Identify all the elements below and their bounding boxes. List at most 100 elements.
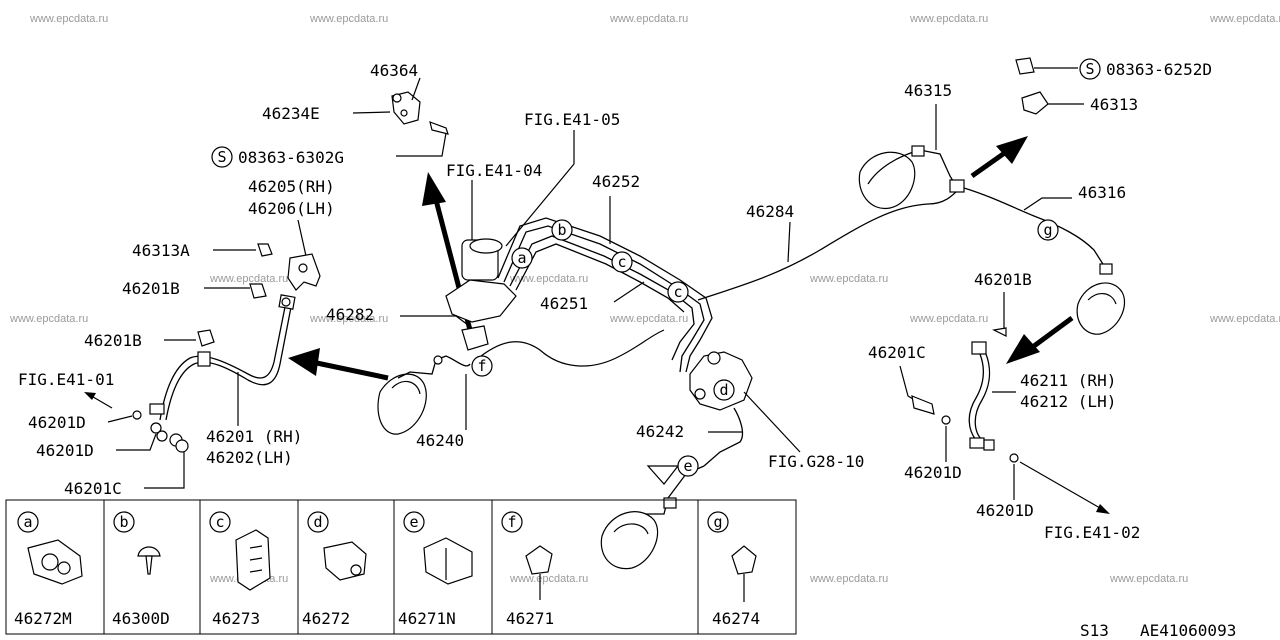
bolt-08363-6302g[interactable] [429,121,449,135]
body-outline [475,329,665,367]
part-label-46252: 46252 [592,172,640,191]
bracket-46313[interactable] [1021,91,1049,115]
part-label-46282: 46282 [326,305,374,324]
callout-f[interactable]: f [471,355,493,377]
legend-item-f[interactable]: f 46271 [501,511,554,628]
svg-text:c: c [673,283,682,301]
rear-caliper-upper[interactable] [858,151,916,210]
legend-item-b[interactable]: b 46300D [112,511,170,628]
watermark: www.epcdata.ru [1209,313,1280,325]
part-label-46242: 46242 [636,422,684,441]
brake-tube-46242[interactable] [703,407,744,467]
part-label-46284: 46284 [746,202,794,221]
brake-hose-46201[interactable] [159,301,287,421]
rear-hose-group: 46201B 46201C 46211 (RH) 46212 (LH) 4620… [868,270,1140,542]
brake-tube-46284[interactable] [697,185,963,301]
standard-part-mark-icon [1079,58,1101,80]
svg-text:b: b [557,221,566,239]
legend-part-46274: 46274 [712,609,760,628]
fig-ref-e41-01[interactable]: FIG.E41-01 [18,370,114,389]
pointer-triangle-icon [646,465,680,485]
svg-text:e: e [409,513,418,531]
svg-text:g: g [713,513,722,531]
svg-text:c: c [617,253,626,271]
bracket-46364-group: 46364 46234E S 08363-6302G [211,61,449,168]
watermark: www.epcdata.ru [509,573,588,585]
rear-lower-group [1006,263,1126,364]
clip-46271n-icon [423,537,473,585]
part-label-46316: 46316 [1078,183,1126,202]
part-label-46364: 46364 [370,61,418,80]
legend-item-e[interactable]: e 46271N [398,511,473,628]
watermark: www.epcdata.ru [609,13,688,25]
brake-tube-46252[interactable] [497,217,713,373]
rear-caliper-lower[interactable] [1076,282,1126,335]
watermark: www.epcdata.ru [29,13,108,25]
callout-a[interactable]: a [511,247,533,269]
part-label-46251: 46251 [540,294,588,313]
part-label-46201d: 46201D [28,413,86,432]
part-label-46201c-right: 46201C [868,343,926,362]
left-bracket-group: 46205(RH) 46206(LH) 46313A 46201B 46282 … [84,177,473,350]
svg-text:f: f [507,513,516,531]
brake-booster-bracket[interactable] [445,279,517,323]
legend-part-46271n: 46271N [398,609,456,628]
grommet-46234e[interactable] [392,93,402,103]
svg-text:b: b [119,513,128,531]
part-label-46201b-2: 46201B [84,331,142,350]
clip-46201b-right[interactable] [992,327,1007,337]
bolt-46313a[interactable] [257,243,273,257]
fig-ref-g28-10[interactable]: FIG.G28-10 [768,452,864,471]
part-label-46211-rh: 46211 (RH) [1020,371,1116,390]
legend-table: a 46272M b 46300D c 46273 d 46272 [5,499,797,635]
brake-caliper-front-right[interactable] [600,511,659,570]
master-cylinder-group: FIG.E41-04 FIG.E41-05 [445,110,665,367]
svg-text:a: a [23,513,32,531]
watermark: www.epcdata.ru [9,313,88,325]
fig-ref-e41-04[interactable]: FIG.E41-04 [446,161,542,180]
brake-caliper-front-left[interactable] [377,373,427,435]
bolt-46201c-right[interactable] [911,395,935,415]
part-label-46201b-right: 46201B [974,270,1032,289]
svg-text:g: g [1043,221,1052,239]
bolt-08363-6252d[interactable] [1015,57,1035,75]
part-label-46234e: 46234E [262,104,320,123]
watermark: www.epcdata.ru [209,273,288,285]
clip-46201b[interactable] [249,283,267,299]
part-label-46202-lh: 46202(LH) [206,448,293,467]
diagram-code: AE41060093 [1140,621,1236,640]
svg-text:e: e [683,457,692,475]
brake-tube-46316[interactable] [963,187,1109,273]
legend-item-d[interactable]: d 46272 [302,511,367,628]
callout-d[interactable]: d [713,379,735,401]
callout-e[interactable]: e [677,455,699,477]
callout-b[interactable]: b [551,219,573,241]
fig-ref-e41-05[interactable]: FIG.E41-05 [524,110,620,129]
watermark: www.epcdata.ru [909,13,988,25]
watermark: www.epcdata.ru [1209,13,1280,25]
fig-ref-e41-02[interactable]: FIG.E41-02 [1044,523,1140,542]
brake-hose-46211[interactable] [968,353,985,441]
svg-text:S: S [217,148,226,166]
part-label-46201d-2: 46201D [36,441,94,460]
part-label-46201b: 46201B [122,279,180,298]
junction-46315[interactable] [949,179,965,193]
part-label-46313a: 46313A [132,241,190,260]
legend-item-c[interactable]: c 46273 [209,511,271,628]
watermark: www.epcdata.ru [309,13,388,25]
legend-item-a[interactable]: a 46272M [14,511,83,628]
callout-c-2[interactable]: c [667,281,689,303]
footer: S13 AE41060093 [1080,621,1236,640]
part-label-46313: 46313 [1090,95,1138,114]
part-label-46212-lh: 46212 (LH) [1020,392,1116,411]
clip-46271-icon [525,545,553,575]
part-label-46315: 46315 [904,81,952,100]
svg-text:d: d [719,381,728,399]
legend-item-g[interactable]: g 46274 [707,511,760,628]
callout-g[interactable]: g [1037,219,1059,241]
legend-part-46272m: 46272M [14,609,72,628]
part-label-46205: 46205(RH) [248,177,335,196]
clip-46201b-2[interactable] [197,329,215,347]
part-label-46206: 46206(LH) [248,199,335,218]
callout-c[interactable]: c [611,251,633,273]
